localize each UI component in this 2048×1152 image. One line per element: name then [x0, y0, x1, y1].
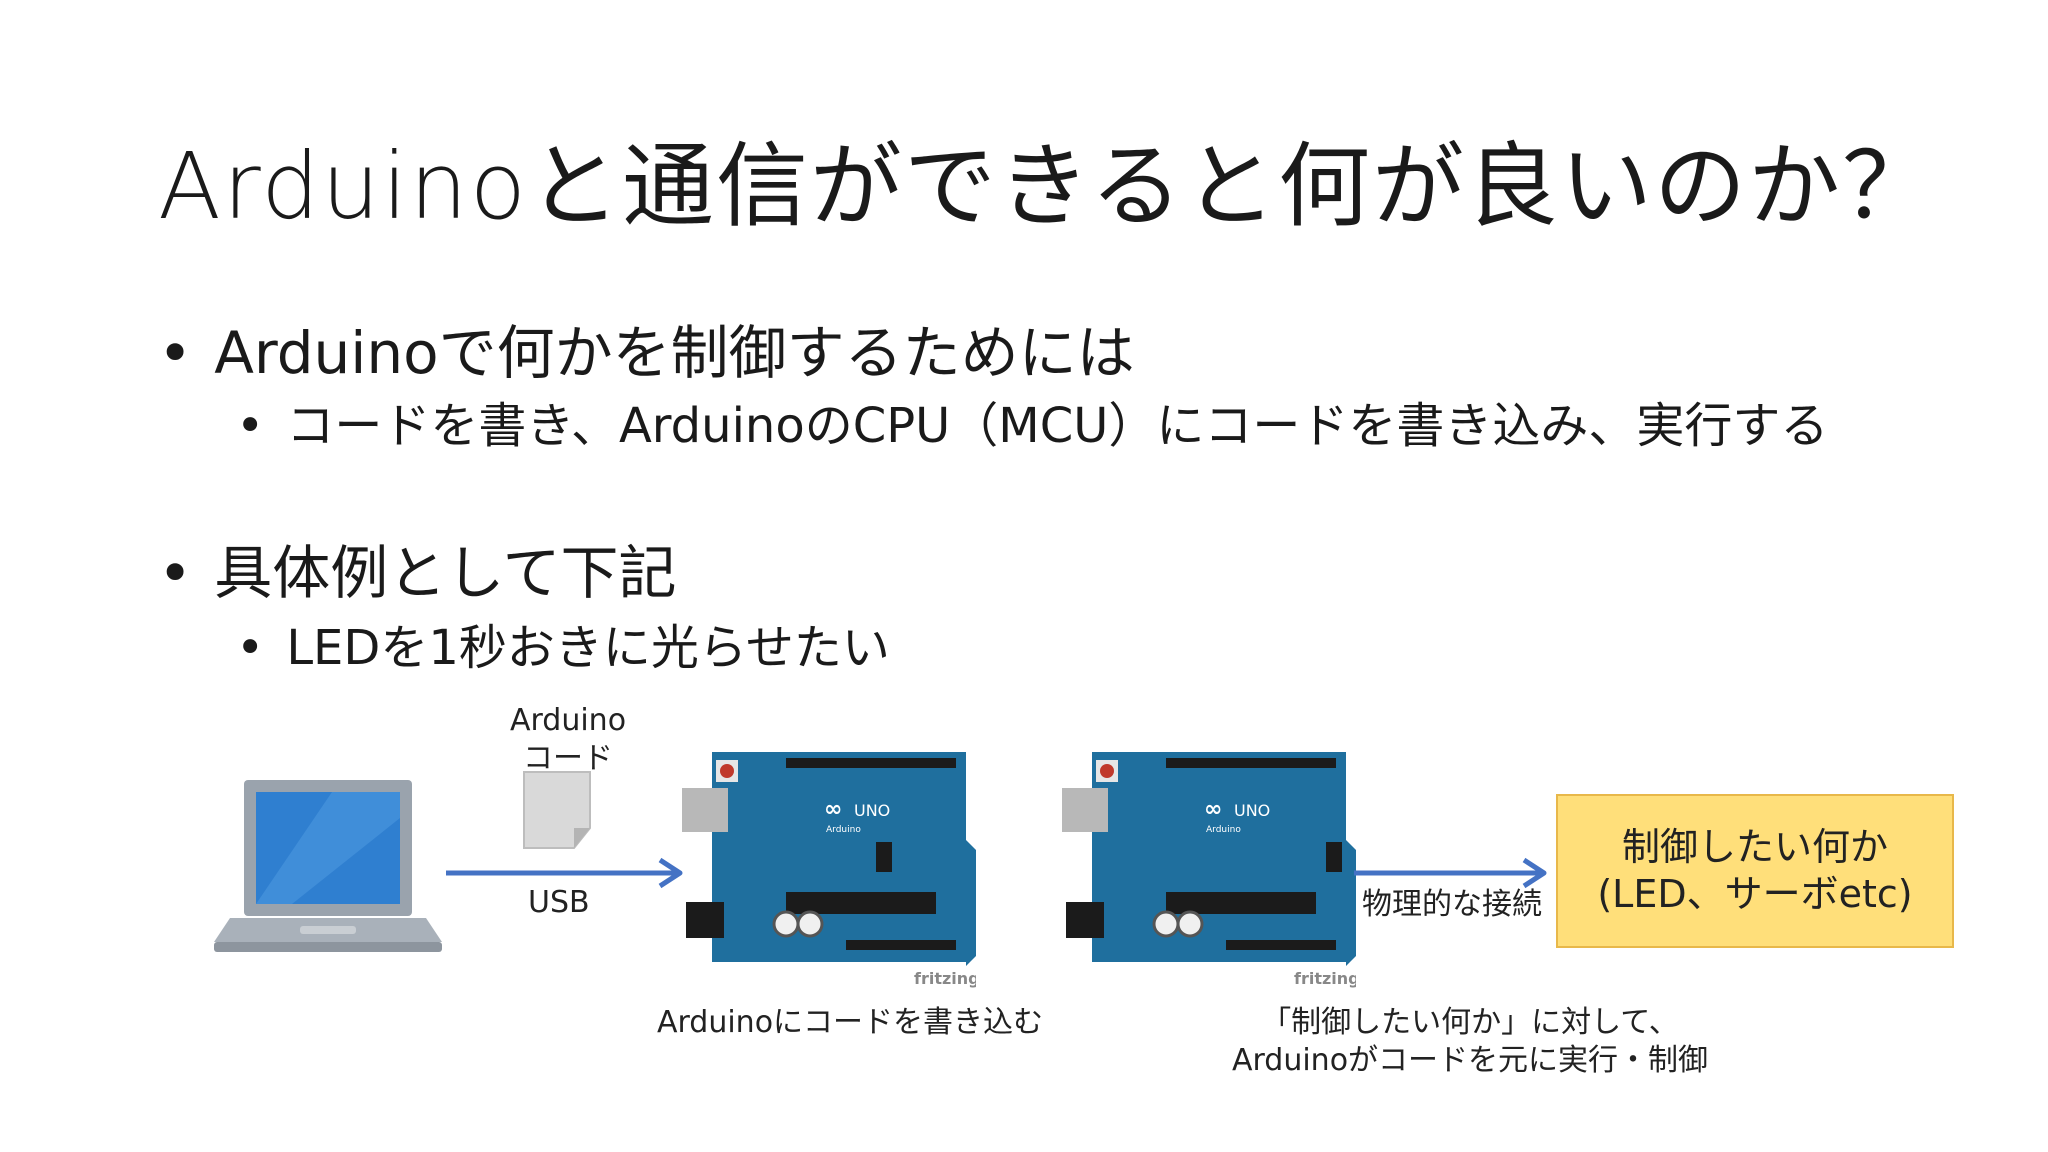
bullet-dot: • [236, 398, 265, 454]
arduino-board-right: ∞ UNO Arduino fritzing [1062, 752, 1356, 988]
target-box: 制御したい何か (LED、サーボetc) [1556, 794, 1954, 948]
bullet-example: • 具体例として下記 [158, 526, 676, 610]
svg-text:∞: ∞ [1204, 797, 1222, 822]
code-label-line1: Arduino [509, 703, 627, 738]
board-brand-text-right: Arduino [1206, 825, 1241, 835]
bullet-control: • Arduinoで何かを制御するためには [158, 306, 1135, 390]
caption-right-line1: 「制御したい何か」に対して、 [1261, 1005, 1679, 1040]
physical-label: 物理的な接続 [1362, 887, 1542, 922]
laptop-icon [214, 780, 442, 952]
sub-bullet-led: • LEDを1秒おきに光らせたい [236, 608, 890, 678]
arduino-board-left: ∞ UNO Arduino fritzing [682, 752, 976, 988]
bullet-control-text: Arduinoで何かを制御するためには [214, 319, 1135, 387]
physical-arrow [1354, 857, 1547, 889]
caption-right: 「制御したい何か」に対して、 Arduinoがコードを元に実行・制御 [1190, 1004, 1750, 1079]
usb-arrow [446, 857, 683, 889]
target-line2: (LED、サーボetc) [1597, 872, 1913, 916]
board-credit-left: fritzing [914, 969, 976, 988]
svg-text:∞: ∞ [824, 797, 842, 822]
bullet-example-text: 具体例として下記 [214, 539, 677, 607]
board-logo-text-left: UNO [854, 801, 890, 820]
usb-label: USB [528, 885, 590, 920]
bullet-dot: • [236, 620, 265, 676]
document-icon [523, 771, 591, 849]
sub-bullet-code-text: コードを書き、ArduinoのCPU（MCU）にコードを書き込み、実行する [286, 398, 1829, 454]
bullet-dot: • [158, 539, 193, 607]
board-brand-text-left: Arduino [826, 825, 861, 835]
sub-bullet-code: • コードを書き、ArduinoのCPU（MCU）にコードを書き込み、実行する [236, 386, 1828, 456]
sub-bullet-led-text: LEDを1秒おきに光らせたい [286, 620, 890, 676]
code-label-line2: コード [523, 740, 613, 776]
board-logo-text-right: UNO [1234, 801, 1270, 820]
caption-left: Arduinoにコードを書き込む [656, 1005, 1044, 1040]
slide-title: Arduinoと通信ができると何が良いのか？ [158, 133, 1937, 240]
caption-right-line2: Arduinoがコードを元に実行・制御 [1231, 1042, 1709, 1078]
code-label: Arduino コード [508, 702, 628, 777]
board-credit-right: fritzing [1294, 969, 1356, 988]
target-line1: 制御したい何か [1621, 824, 1888, 869]
bullet-dot: • [158, 319, 193, 387]
